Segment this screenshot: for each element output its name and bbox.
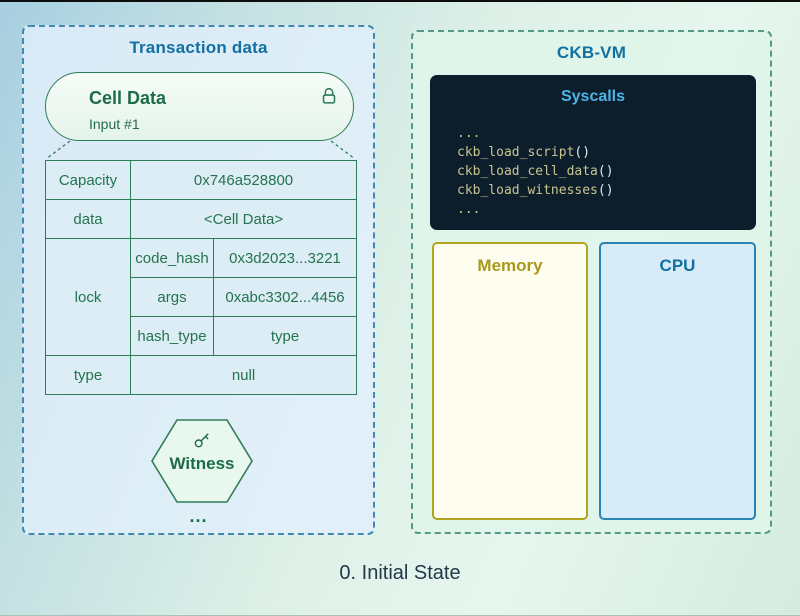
witness-label: Witness	[169, 454, 235, 473]
table-row: type null	[45, 355, 358, 395]
code-text: ckb_load_script	[457, 145, 575, 160]
code-parens: ()	[597, 183, 614, 198]
code-line: ...	[457, 200, 614, 219]
field-label-code-hash: code_hash	[130, 238, 214, 278]
field-label-hash-type: hash_type	[130, 316, 214, 356]
cpu-box: CPU	[599, 242, 756, 520]
code-line: ckb_load_witnesses()	[457, 181, 614, 200]
field-value-capacity: 0x746a528800	[129, 160, 358, 200]
code-text: ...	[457, 126, 481, 141]
code-text: ...	[457, 202, 481, 217]
transaction-data-panel: Transaction data Cell Data Input #1 Capa…	[22, 25, 375, 535]
field-label-args: args	[130, 277, 214, 317]
top-edge-line	[0, 0, 800, 2]
ckb-vm-panel: CKB-VM Syscalls ... ckb_load_script() ck…	[411, 30, 772, 534]
figure-caption: 0. Initial State	[339, 562, 461, 584]
ckb-vm-title: CKB-VM	[556, 43, 627, 62]
field-value-data: <Cell Data>	[129, 199, 358, 239]
cell-data-card-title: Cell Data	[89, 88, 167, 108]
transaction-data-title: Transaction data	[129, 38, 268, 57]
syscalls-code-block: ... ckb_load_script() ckb_load_cell_data…	[457, 124, 614, 219]
cell-fields-table: Capacity 0x746a528800 data <Cell Data> l…	[45, 160, 358, 395]
table-row: Capacity 0x746a528800	[45, 160, 358, 200]
syscalls-box: Syscalls ... ckb_load_script() ckb_load_…	[430, 75, 756, 230]
field-label-capacity: Capacity	[45, 160, 131, 200]
code-line: ckb_load_script()	[457, 143, 614, 162]
memory-title: Memory	[477, 256, 543, 275]
field-value-code-hash: 0x3d2023...3221	[212, 238, 358, 278]
key-icon	[194, 433, 209, 448]
field-label-lock: lock	[45, 238, 131, 356]
hexagon-shape-icon	[151, 419, 253, 503]
code-text: ckb_load_witnesses	[457, 183, 598, 198]
cell-data-card: Cell Data Input #1	[45, 72, 354, 141]
table-row: lock code_hash 0x3d2023...3221	[45, 238, 358, 356]
field-label-type: type	[45, 355, 131, 395]
witness-hexagon: Witness	[150, 418, 254, 504]
table-row: args 0xabc3302...4456	[46, 277, 358, 317]
code-line: ...	[457, 124, 614, 143]
code-text: ckb_load_cell_data	[457, 164, 598, 179]
field-value-hash-type: type	[212, 316, 358, 356]
code-line: ckb_load_cell_data()	[457, 162, 614, 181]
code-parens: ()	[574, 145, 591, 160]
code-parens: ()	[597, 164, 614, 179]
more-witnesses-ellipsis: ...	[189, 506, 208, 526]
syscalls-title: Syscalls	[560, 88, 626, 105]
cell-data-card-subtitle: Input #1	[89, 116, 140, 132]
field-value-args: 0xabc3302...4456	[212, 277, 358, 317]
table-row: hash_type type	[46, 316, 358, 356]
table-row: data <Cell Data>	[45, 199, 358, 239]
field-label-data: data	[45, 199, 131, 239]
field-value-type: null	[129, 355, 358, 395]
padlock-icon	[322, 87, 336, 104]
memory-box: Memory	[432, 242, 588, 520]
cpu-title: CPU	[659, 256, 696, 275]
